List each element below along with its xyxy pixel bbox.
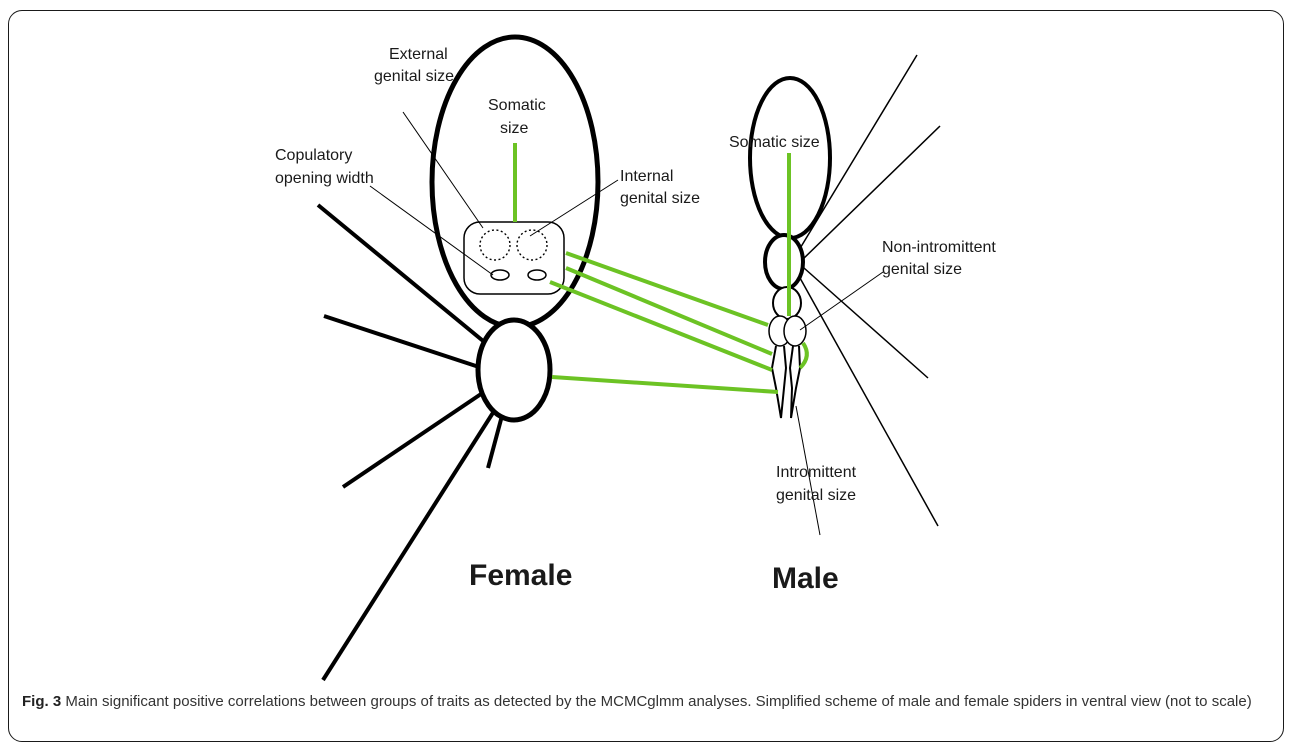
female-genital-plate [464,222,564,294]
label-copulatory-opening-width: Copulatory opening width [275,147,374,187]
label-non-intromittent-genital-size: Non-intromittent genital size [882,239,1000,278]
male-cephalothorax [765,235,803,289]
female-leg [343,392,484,487]
female-cephalothorax [478,320,550,420]
correlation-line [566,253,768,325]
male-spider [750,55,940,526]
label-intromittent-genital-size: Intromittent genital size [776,464,860,504]
label-external-genital-size: External genital size [374,46,454,85]
label-male-somatic-size: Somatic size [729,134,820,151]
male-embolus [772,346,786,418]
correlation-line [550,282,772,370]
male-leg [804,268,928,378]
caption-text: Main significant positive correlations b… [61,693,1252,710]
correlation-line [552,377,778,392]
copulatory-opening [491,270,509,280]
caption-label: Fig. 3 [22,693,61,710]
female-leg [323,408,496,680]
copulatory-opening [528,270,546,280]
spider-diagram: External genital size Somatic size Copul… [0,0,1296,690]
figure-caption: Fig. 3 Main significant positive correla… [22,690,1262,713]
male-embolus [790,346,800,418]
label-internal-genital-size: Internal genital size [620,168,700,207]
correlation-line [800,343,807,368]
label-female: Female [469,559,572,592]
male-palp-bulb [784,316,806,346]
label-male: Male [772,562,839,595]
female-leg [324,316,482,368]
correlation-line [566,268,772,354]
